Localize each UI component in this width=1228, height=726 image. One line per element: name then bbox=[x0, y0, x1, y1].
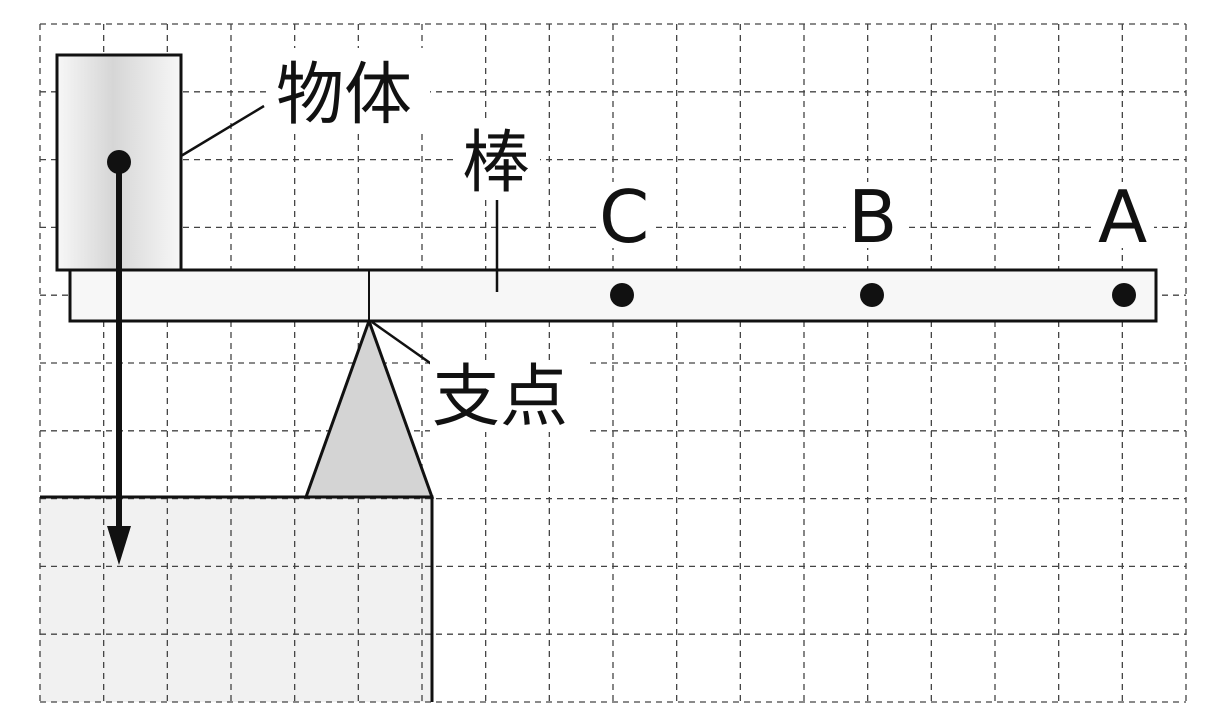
point-a-label: A bbox=[1098, 175, 1147, 259]
object-label-bg bbox=[268, 48, 430, 134]
point-b-label-bg bbox=[846, 182, 906, 248]
point-c-dot bbox=[610, 283, 634, 307]
point-c-label-bg bbox=[596, 182, 656, 248]
point-b-label: B bbox=[848, 175, 897, 259]
grid-lines bbox=[39, 23, 1187, 703]
rod bbox=[68, 268, 1158, 323]
fulcrum-label-bg bbox=[430, 360, 590, 432]
fulcrum-label: 支点 bbox=[432, 358, 568, 437]
fulcrum-triangle bbox=[303, 316, 435, 499]
object-leader-line bbox=[180, 104, 265, 158]
support-table bbox=[40, 497, 432, 702]
rod-label: 棒 bbox=[462, 124, 530, 203]
point-a-dot bbox=[1112, 283, 1136, 307]
object-label: 物体 bbox=[276, 56, 412, 135]
object-center-dot bbox=[107, 150, 131, 174]
point-a-label-bg bbox=[1096, 182, 1154, 248]
weight-arrow-head bbox=[107, 526, 131, 565]
fulcrum-leader-line bbox=[371, 320, 441, 372]
point-b-dot bbox=[860, 283, 884, 307]
rod-label-bg bbox=[458, 122, 540, 198]
point-c-label: C bbox=[599, 175, 649, 259]
